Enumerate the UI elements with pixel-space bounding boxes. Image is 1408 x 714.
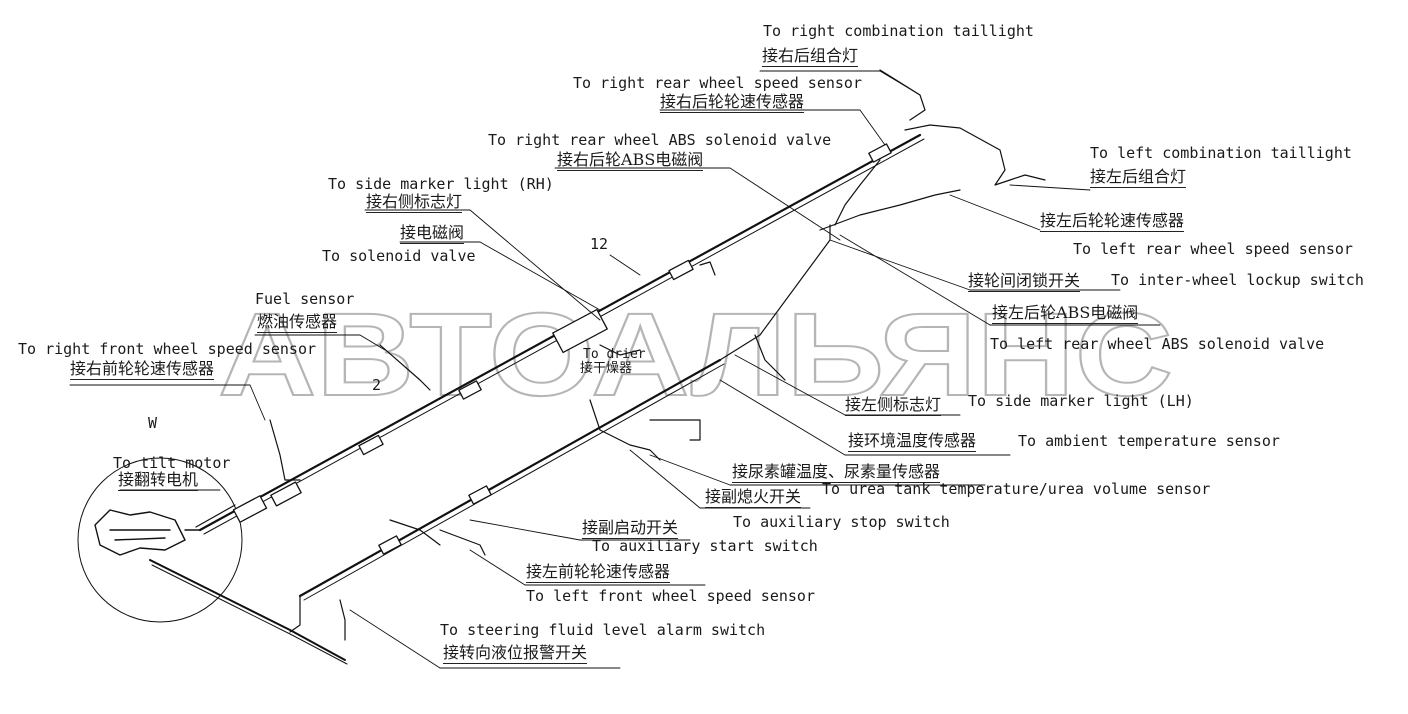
tilt-en: To tilt motor (113, 454, 231, 472)
side-marker-rh-zh: 接右侧标志灯 (366, 192, 463, 213)
urea-en: To urea tank temperature/urea volume sen… (822, 480, 1211, 498)
ambient-en: To ambient temperature sensor (1018, 432, 1280, 450)
drier-en: To drier (583, 347, 646, 362)
tilt-motor-cluster (94, 509, 201, 556)
tilt-zh: 接翻转电机 (118, 470, 199, 491)
rear-branches (819, 69, 1046, 231)
left-rear-abs-zh: 接左后轮ABS电磁阀 (992, 303, 1139, 324)
left-front-speed-zh: 接左前轮轮速传感器 (526, 562, 671, 583)
solenoid-zh: 接电磁阀 (400, 223, 465, 244)
side-marker-lh-zh: 接左侧标志灯 (845, 395, 942, 416)
lower-trunk (149, 224, 831, 665)
fuel-en: Fuel sensor (255, 290, 355, 308)
marker-w: W (148, 414, 158, 432)
ambient-zh: 接环境温度传感器 (848, 431, 977, 452)
drier-zh: 接干燥器 (580, 361, 633, 376)
left-front-speed-en: To left front wheel speed sensor (526, 587, 815, 605)
fuel-zh: 燃油传感器 (257, 312, 338, 333)
steering-zh: 接转向液位报警开关 (443, 643, 588, 664)
minor-branches (269, 261, 786, 641)
aux-start-zh: 接副启动开关 (582, 518, 679, 539)
left-rear-speed-zh: 接左后轮轮速传感器 (1040, 211, 1185, 232)
side-marker-lh-en: To side marker light (LH) (968, 392, 1194, 410)
left-rear-speed-en: To left rear wheel speed sensor (1073, 240, 1353, 258)
marker-2: 2 (372, 376, 382, 394)
solenoid-en: To solenoid valve (322, 247, 476, 265)
inter-wheel-zh: 接轮间闭锁开关 (968, 271, 1081, 292)
urea-zh: 接尿素罐温度、尿素量传感器 (732, 462, 941, 483)
aux-stop-en: To auxiliary stop switch (733, 513, 950, 531)
right-front-speed-zh: 接右前轮轮速传感器 (70, 359, 215, 380)
connector-blocks (232, 143, 892, 555)
right-front-speed-en: To right front wheel speed sensor (18, 340, 317, 358)
right-rear-speed-zh: 接右后轮轮速传感器 (660, 92, 805, 113)
marker-12: 12 (590, 235, 609, 253)
aux-stop-zh: 接副熄火开关 (705, 487, 802, 508)
right-rear-speed-en: To right rear wheel speed sensor (573, 74, 862, 92)
side-marker-rh-en: To side marker light (RH) (328, 175, 554, 193)
left-taillight-en: To left combination taillight (1090, 144, 1352, 162)
left-rear-abs-en: To left rear wheel ABS solenoid valve (990, 335, 1325, 353)
leader-lines (69, 70, 1161, 669)
right-taillight-zh: 接右后组合灯 (762, 46, 859, 67)
detail-circle-w (77, 457, 243, 623)
right-rear-abs-zh: 接右后轮ABS电磁阀 (557, 150, 704, 171)
left-taillight-zh: 接左后组合灯 (1090, 167, 1187, 188)
steering-en: To steering fluid level alarm switch (440, 621, 766, 639)
right-rear-abs-en: To right rear wheel ABS solenoid valve (488, 131, 832, 149)
aux-start-en: To auxiliary start switch (592, 537, 818, 555)
inter-wheel-en: To inter-wheel lockup switch (1111, 271, 1364, 289)
right-taillight-en: To right combination taillight (763, 22, 1034, 40)
